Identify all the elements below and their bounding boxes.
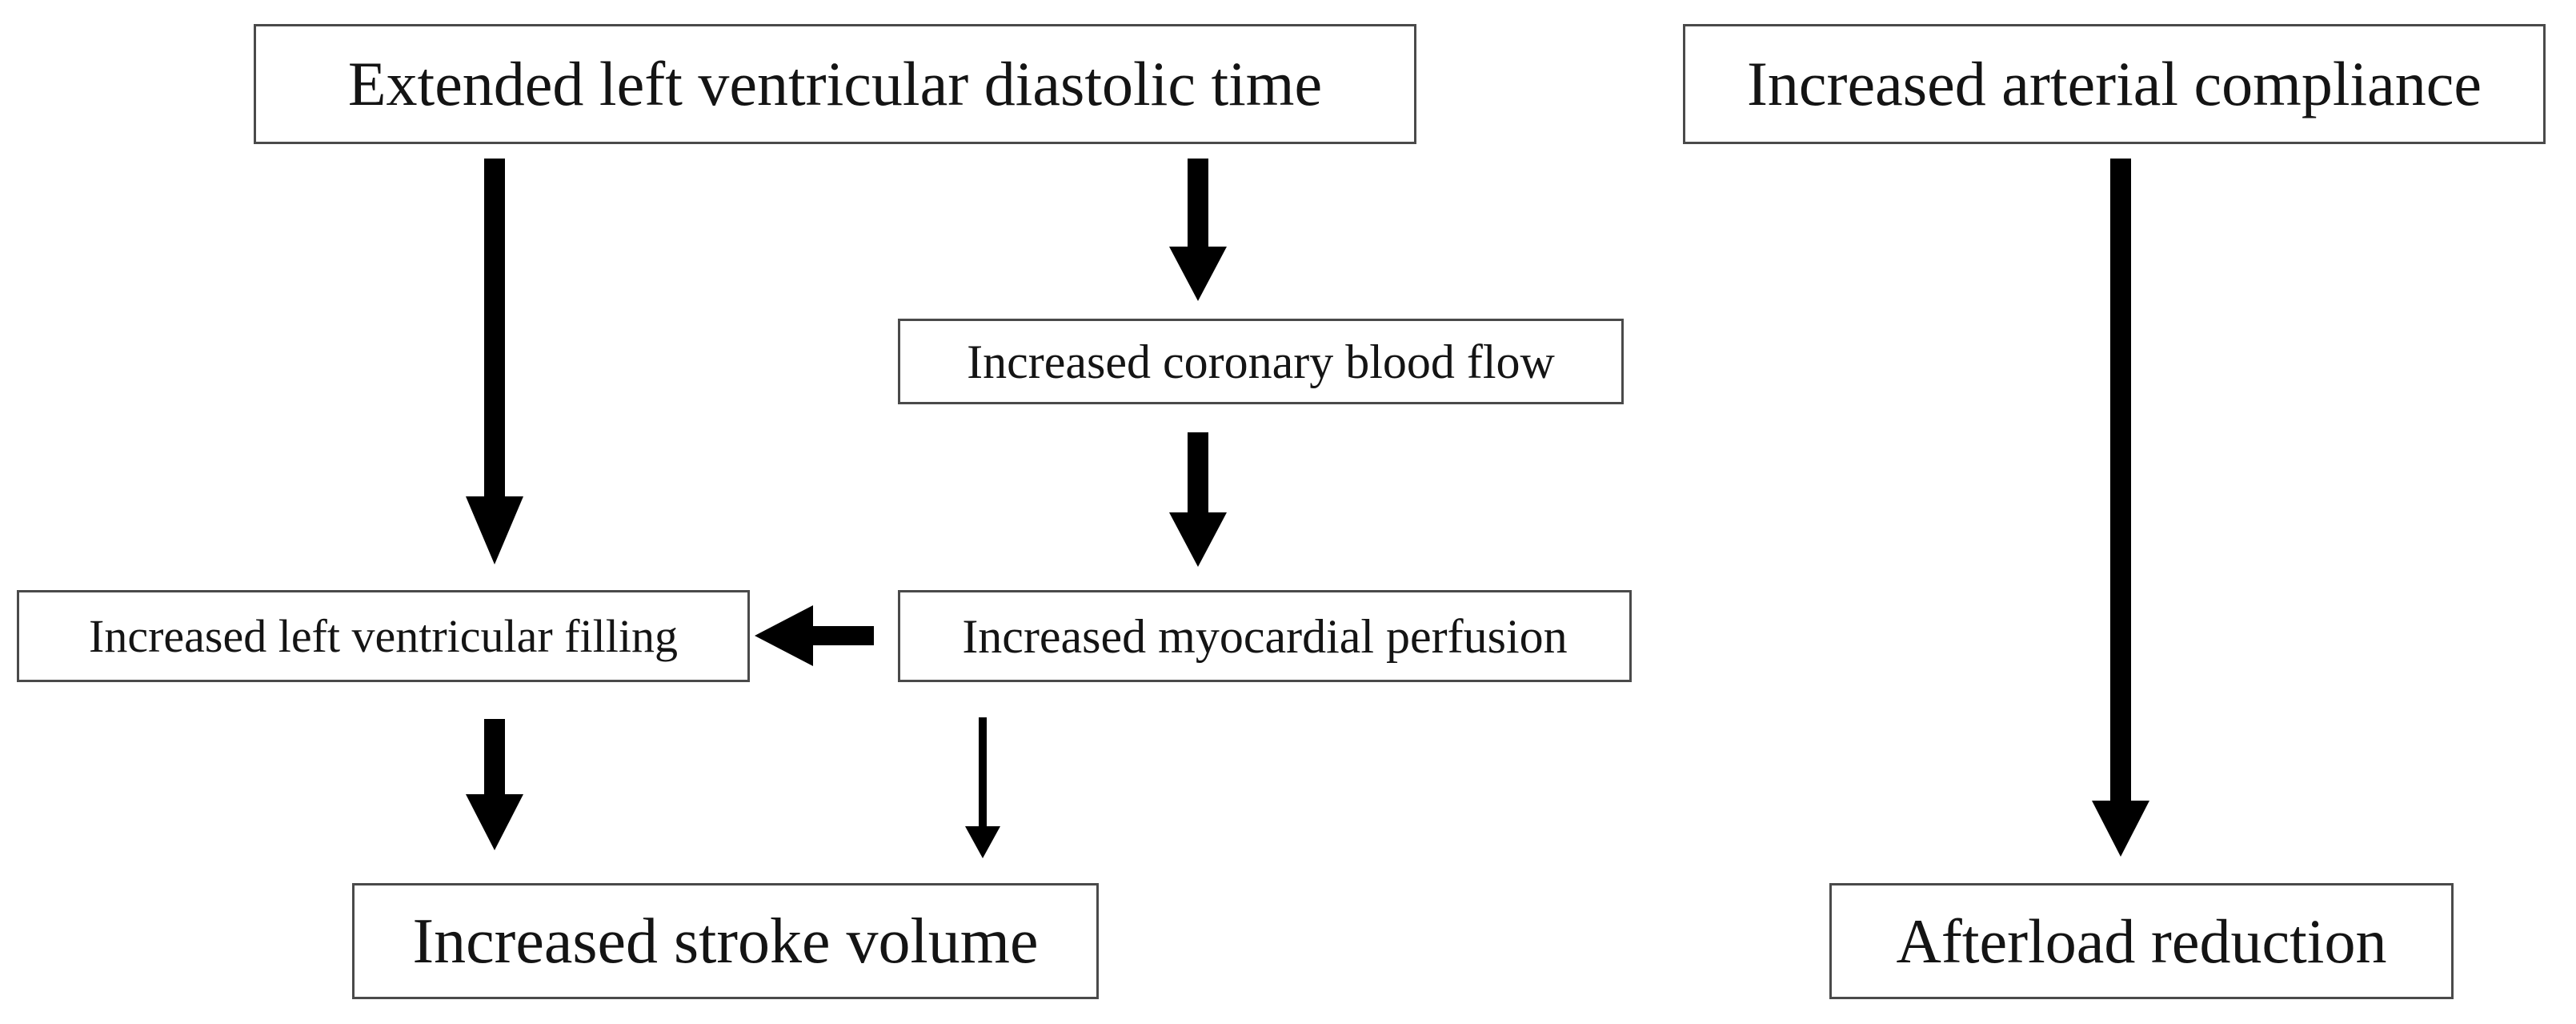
arrow-increased-lv-filling-to-increased-stroke-volume bbox=[466, 719, 523, 850]
node-increased-myocardial-perfusion: Increased myocardial perfusion bbox=[898, 590, 1632, 682]
node-increased-stroke-volume: Increased stroke volume bbox=[352, 883, 1099, 999]
node-label: Extended left ventricular diastolic time bbox=[347, 49, 1323, 118]
node-increased-lv-filling: Increased left ventricular filling bbox=[17, 590, 750, 682]
node-label: Increased arterial compliance bbox=[1746, 49, 2482, 118]
node-label: Increased coronary blood flow bbox=[967, 335, 1555, 388]
arrow-extended-lv-diastolic-time-to-increased-coronary-blood-flow bbox=[1169, 159, 1227, 301]
node-extended-lv-diastolic-time: Extended left ventricular diastolic time bbox=[254, 24, 1416, 144]
arrow-increased-myocardial-perfusion-to-increased-lv-filling bbox=[755, 605, 874, 666]
arrow-extended-lv-diastolic-time-to-increased-lv-filling bbox=[466, 159, 523, 564]
arrow-increased-myocardial-perfusion-to-increased-stroke-volume bbox=[965, 717, 1000, 858]
arrow-increased-arterial-compliance-to-afterload-reduction bbox=[2092, 159, 2149, 857]
node-afterload-reduction: Afterload reduction bbox=[1829, 883, 2454, 999]
node-label: Increased left ventricular filling bbox=[89, 609, 678, 662]
arrow-increased-coronary-blood-flow-to-increased-myocardial-perfusion bbox=[1169, 432, 1227, 567]
node-increased-coronary-blood-flow: Increased coronary blood flow bbox=[898, 319, 1624, 404]
node-label: Afterload reduction bbox=[1896, 906, 2387, 976]
node-increased-arterial-compliance: Increased arterial compliance bbox=[1683, 24, 2546, 144]
node-label: Increased myocardial perfusion bbox=[962, 609, 1568, 663]
node-label: Increased stroke volume bbox=[412, 906, 1039, 977]
